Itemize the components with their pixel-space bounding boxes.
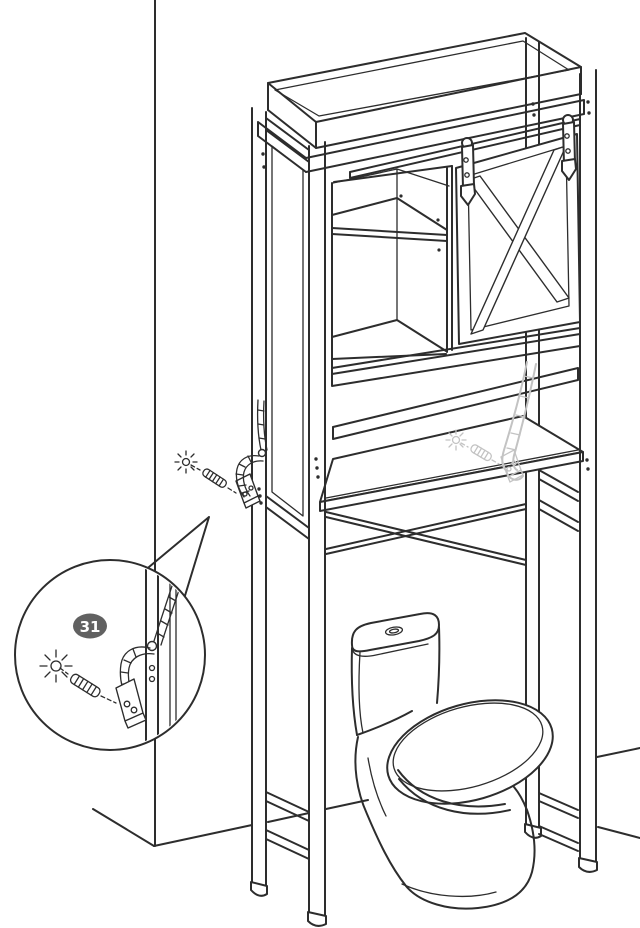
- tray-rim-bottom: [267, 93, 582, 149]
- right-crossbar-lower: [538, 825, 579, 852]
- top-tray-rim: [267, 32, 582, 123]
- door-hanger-left: [460, 137, 476, 206]
- seat-rim-line-2: [398, 778, 511, 815]
- magnified-bracket: [115, 678, 147, 729]
- cross-braces: [325, 503, 527, 566]
- callout-content: [39, 562, 184, 748]
- left-crossbar-lower: [265, 829, 310, 860]
- seat-rim-line-1: [397, 769, 506, 808]
- barn-door: [455, 114, 581, 345]
- cabinet-interior: [331, 165, 581, 387]
- step-badge: 31: [73, 613, 107, 639]
- anti-tip-strap-left: [174, 399, 268, 509]
- shelf-back-rail: [332, 367, 579, 440]
- back-wall-floor-line: [596, 747, 640, 758]
- tank-left-edge: [350, 647, 358, 736]
- right-rail-lower: [538, 499, 579, 532]
- front-right-leg: [579, 69, 597, 865]
- bowl-outline: [354, 736, 536, 910]
- toilet: [350, 612, 554, 910]
- lower-shelf: [319, 415, 584, 512]
- anchor-alignment-dashes-left: [190, 464, 237, 494]
- tank-bowl-junction: [356, 710, 413, 736]
- interior-back-corner: [332, 168, 450, 321]
- toilet-lid-top: [392, 702, 544, 792]
- front-left-leg: [308, 141, 326, 919]
- left-shelf-rail: [265, 495, 310, 540]
- brace-2: [325, 511, 527, 566]
- shelf-front-edge: [319, 451, 584, 512]
- leg-hole: [148, 664, 156, 672]
- strap-braid-ticks: [506, 375, 534, 451]
- back-rail: [332, 367, 579, 440]
- door-hanger-right: [561, 114, 577, 181]
- leg-screw-dots: [257, 100, 591, 505]
- frame-front-legs: [257, 69, 598, 927]
- top-tray-inner-rim: [274, 40, 570, 117]
- front-right-foot: [578, 857, 598, 873]
- leg-hole: [148, 675, 156, 683]
- left-crossbar-upper: [265, 791, 310, 822]
- right-rail-upper: [538, 469, 579, 502]
- left-panel-border: [271, 145, 304, 517]
- anchor-alignment-dashes-right: [460, 442, 500, 465]
- door-x-bar-2: [470, 145, 567, 335]
- bracket-right: [500, 449, 524, 483]
- strap-strand: [501, 361, 528, 472]
- badge-label: 31: [80, 618, 101, 636]
- badge-ellipse: [73, 613, 107, 639]
- wall-anchor-left: [202, 468, 227, 488]
- flush-button: [384, 626, 404, 636]
- cubby-middle-shelf: [331, 197, 448, 242]
- back-left-foot: [250, 881, 268, 897]
- magnified-starburst: [39, 649, 73, 683]
- bowl-base-line: [401, 883, 497, 898]
- countertop-left-end: [257, 121, 307, 173]
- strap-left: [235, 399, 268, 498]
- cabinet-bottom-fascia: [331, 327, 581, 387]
- interior-divider: [446, 165, 453, 353]
- magnified-wall-anchor: [69, 673, 101, 698]
- shelf-highlight: [325, 449, 579, 499]
- countertop-front: [305, 99, 585, 173]
- floor-edge-right: [597, 826, 640, 839]
- tank-right-edge: [436, 626, 441, 704]
- bowl-contour: [367, 757, 387, 817]
- right-crossbar-upper: [538, 792, 579, 819]
- left-top-rail: [265, 117, 310, 163]
- interior-top-edge: [333, 165, 453, 183]
- floor-edge-left: [92, 808, 155, 847]
- anti-tip-strap-right: [445, 361, 537, 483]
- magnified-alignment-dashes: [59, 667, 117, 704]
- shelf-pin-dots: [399, 194, 441, 252]
- drill-hole-starburst-right: [445, 429, 467, 451]
- wall-anchor-right: [470, 444, 492, 462]
- drill-hole-starburst-left: [174, 450, 198, 474]
- left-side-frame: [265, 117, 310, 860]
- front-left-foot: [307, 911, 327, 927]
- detail-callout: 31: [14, 516, 210, 751]
- tank-corner-line: [358, 651, 364, 734]
- toilet-seat-lid: [386, 699, 554, 805]
- cubby-bottom: [331, 319, 447, 360]
- brace-1: [325, 503, 527, 555]
- floor-edge-mid: [153, 799, 369, 847]
- door-inner-frame: [467, 145, 570, 331]
- right-side-frame: [538, 469, 579, 852]
